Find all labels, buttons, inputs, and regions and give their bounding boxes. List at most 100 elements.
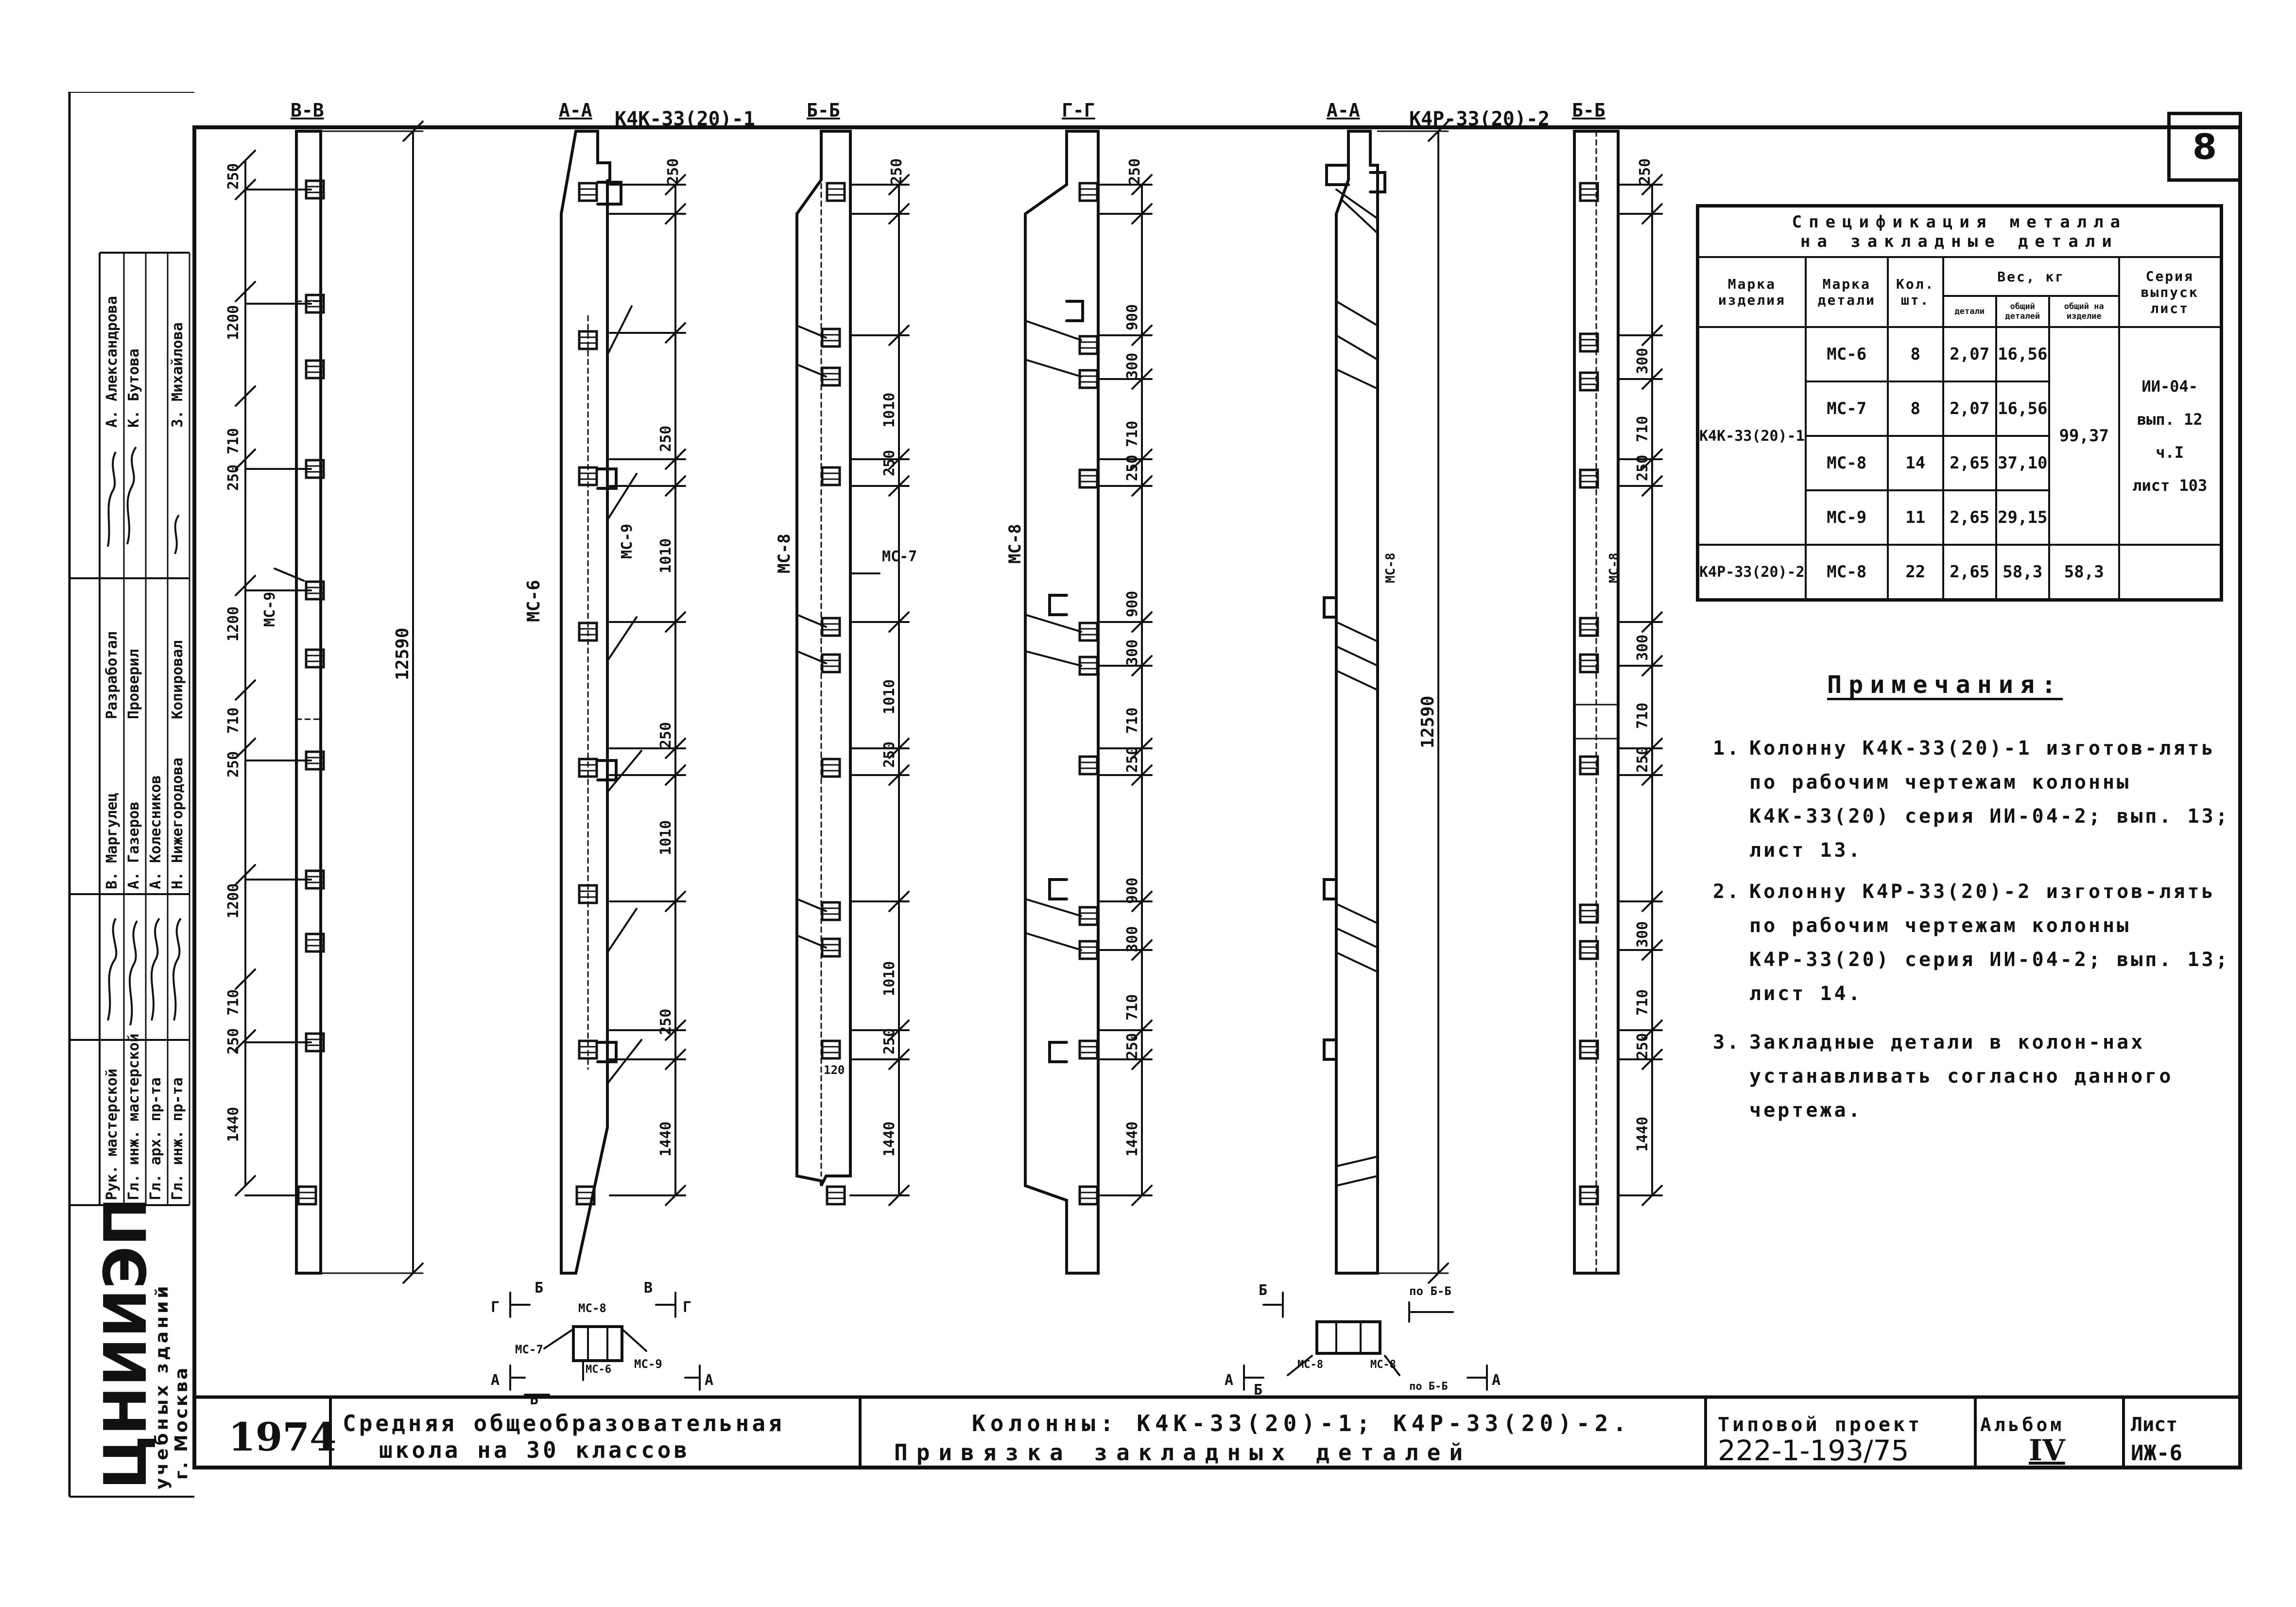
spec-g2-qty: 22 [1886,544,1944,601]
dim-vv-1200c: 1200 [225,883,242,918]
spec-g2-detail: МС-8 [1804,544,1889,601]
plan2-mc8-left: МС-8 [1297,1359,1323,1371]
spec-g1-r2-w: 2,07 [1942,380,1997,437]
section-title-vv: В-В [291,100,324,121]
dim-bb1-250b: 250 [881,450,898,476]
dim-aa1-1440: 1440 [657,1122,674,1157]
spec-g1-r1-detail: МС-6 [1804,326,1889,382]
org-logo: ЦНИИЭП учебных зданий г. Москва [92,1197,191,1489]
spec-g1-series-l2: вып. 12 [2137,410,2203,429]
elevation-bb2 [1573,130,1663,1275]
dim-gg-900: 900 [1124,304,1141,330]
dim-gg-710c: 710 [1124,994,1141,1020]
stamp-role2-2: Проверил [125,649,142,720]
label-bb2-mc8: МС-8 [1607,553,1622,583]
dim-aa1-250c: 250 [657,722,674,748]
elevation-bb1 [795,130,910,1206]
tb-typical-label: Типовой проект [1718,1414,1922,1436]
dim-bb2-710: 710 [1634,416,1651,442]
dim-gg-1440: 1440 [1124,1122,1141,1157]
spec-g1-r4-detail: МС-9 [1804,489,1889,546]
dim-gg-250d: 250 [1124,1033,1141,1059]
dim-bb1-1010: 1010 [881,393,898,428]
spec-g1-r2-qty: 8 [1886,380,1944,437]
spec-title-l1: Спецификация металла [1792,212,2127,232]
dim-gg-900b: 900 [1124,591,1141,617]
spec-g1-r4-w: 2,65 [1942,489,1997,546]
tb-sheet-code: ИЖ-6 [2131,1441,2182,1466]
plan-section-2 [1243,1292,1488,1391]
plan2-po-bb-bottom: по Б-Б [1409,1381,1448,1393]
dim-bb2-300c: 300 [1634,921,1651,948]
plan1-b-bottom: Б [530,1391,538,1408]
spec-g1-r3-wt: 37,10 [1995,435,2050,491]
dim-aa2-12590: 12590 [1418,696,1438,748]
spec-g1-r3-qty: 14 [1886,435,1944,491]
dim-bb2-300: 300 [1634,348,1651,374]
note-1: 1. Колонну К4К-33(20)-1 изготов-лять по … [1713,731,2247,867]
dim-vv-250b: 250 [225,465,242,491]
plan2-mc8-right: МС-8 [1370,1359,1396,1371]
stamp-name-2: А. Газеров [125,801,142,889]
dim-gg-300b: 300 [1124,639,1141,666]
dim-gg-900c: 900 [1124,878,1141,904]
label-gg-mc8: МС-8 [1005,524,1025,564]
dim-vv-710c: 710 [225,989,242,1016]
spec-table: Спецификация металла на закладные детали… [1696,204,2223,602]
spec-g1-r1-w: 2,07 [1942,326,1997,382]
spec-g1-total: 99,37 [2048,326,2120,546]
dim-bb2-250b: 250 [1634,455,1651,481]
stamp-name-3: А. Колесников [147,775,164,889]
dim-vv-710: 710 [225,428,242,454]
dim-vv-1440: 1440 [225,1107,242,1142]
tb-drawing-l1: Колонны: К4К-33(20)-1; К4Р-33(20)-2. [972,1410,1631,1436]
spec-g1-r2-detail: МС-7 [1804,380,1889,437]
spec-g2-series [2118,544,2223,601]
notes-title: Примечания: [1827,671,2063,699]
dim-bb2-710b: 710 [1634,703,1651,729]
label-aa2-mc8: МС-8 [1383,553,1398,583]
plan1-mc6: МС-6 [586,1364,611,1376]
label-aa1-mc6: МС-6 [524,580,544,622]
spec-g1-r1-qty: 8 [1886,326,1944,382]
spec-g1-series-l3: ч.I [2156,443,2184,462]
sheet-number: 8 [2167,112,2242,182]
dim-vv-250: 250 [225,163,242,190]
spec-g1-product: К4К-33(20)-1 [1696,326,1807,546]
spec-h-w-total-product: общий на изделие [2048,295,2120,328]
section-title-aa2: А-А [1327,100,1360,121]
stamp-name2-1: А. Александрова [104,296,121,428]
plan2-a-left: А [1225,1372,1233,1389]
section-title-gg: Г-Г [1062,100,1095,121]
spec-h-series: Серия выпуск лист [2118,256,2223,328]
spec-g1-series-l1: ИИ-04- [2141,377,2198,396]
dim-bb1-250: 250 [888,158,905,185]
spec-g2-w: 2,65 [1942,544,1997,601]
elevation-vv [235,121,424,1284]
spec-g2-product: К4Р-33(20)-2 [1696,544,1807,601]
side-stamp-grid [69,252,190,1206]
dim-bb1-1440: 1440 [881,1122,898,1157]
tb-album-label: Альбом [1980,1414,2064,1435]
dim-bb1-250d: 250 [881,1028,898,1054]
spec-g1-series-l4: лист 103 [2132,476,2208,495]
label-vv-mc9: МС-9 [261,592,278,627]
dim-vv-12590: 12590 [393,628,413,680]
org-city: г. Москва [172,1366,191,1480]
drawing-labels: В-В А-А К4К-33(20)-1 Б-Б Г-Г А-А К4Р-33(… [225,100,2182,1468]
stamp-role2-1: Разработал [104,631,121,719]
label-bb1-mc7: МС-7 [882,548,917,565]
stamp-role-3: Гл. арх. пр-та [147,1077,164,1200]
plan1-mc7: МС-7 [515,1343,543,1356]
plan2-a-right: А [1492,1372,1501,1389]
note-3-text: Закладные детали в колон-нах устанавлива… [1749,1031,2174,1122]
dim-gg-710b: 710 [1124,708,1141,734]
dim-bb2-1440: 1440 [1634,1117,1651,1152]
dim-gg-300c: 300 [1124,926,1141,952]
elevations [193,121,2125,1469]
stamp-role-2: Гл. инж. мастерской [125,1034,142,1200]
plan1-v: В [644,1279,653,1296]
plan2-po-bb: по Б-Б [1409,1284,1451,1298]
org-subtitle: учебных зданий [152,1283,172,1489]
tb-year: 1974 [228,1414,337,1460]
